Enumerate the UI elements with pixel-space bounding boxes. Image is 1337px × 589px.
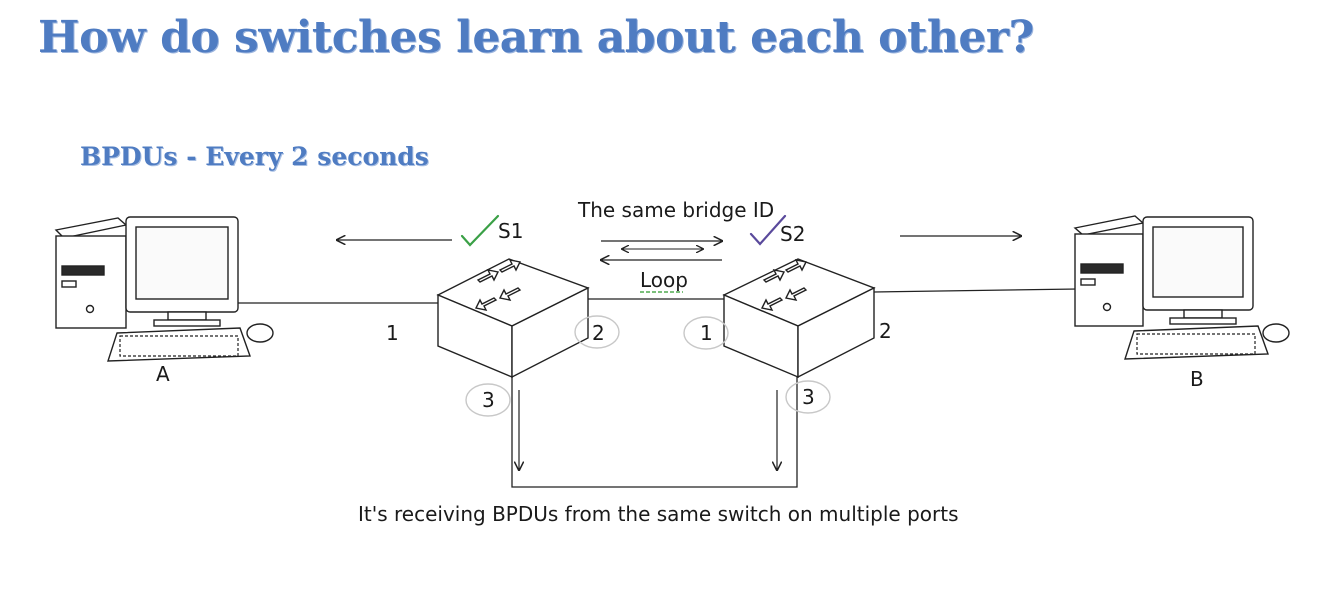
desktop-computer-icon	[54, 216, 274, 362]
link-s1-s2-port3	[511, 377, 798, 488]
host-b-label: B	[1190, 367, 1204, 391]
s2-port-3-circle	[785, 380, 831, 414]
switch-s1: S1 1 2 3	[386, 214, 620, 417]
loop-label: Loop	[640, 268, 688, 292]
network-switch-icon	[722, 258, 876, 379]
check-icon	[460, 214, 500, 247]
check-icon	[749, 214, 787, 246]
s2-port-1-circle	[683, 316, 729, 350]
switch-s1-label: S1	[498, 219, 523, 243]
page-subtitle: BPDUs - Every 2 seconds	[80, 142, 429, 171]
s1-port-2-circle	[574, 315, 620, 349]
page-title: How do switches learn about each other?	[38, 12, 1034, 63]
s2-port-1: 1	[700, 321, 713, 345]
s1-port-3: 3	[482, 388, 495, 412]
host-a-label: A	[156, 362, 170, 386]
link-s2-b	[873, 288, 1079, 293]
s1-port-2: 2	[592, 321, 605, 345]
switch-s2: S2 1 2 3	[683, 214, 892, 414]
host-b: B	[1073, 215, 1290, 391]
s1-port-1: 1	[386, 321, 399, 345]
s2-port-2: 2	[879, 319, 892, 343]
switch-s2-label: S2	[780, 222, 805, 246]
network-switch-icon	[436, 258, 590, 379]
s1-port-3-circle	[465, 383, 511, 417]
desktop-computer-icon	[1073, 215, 1290, 360]
s2-port-3: 3	[802, 385, 815, 409]
same-bridge-id-label: The same bridge ID	[577, 198, 774, 222]
bottom-explanation: It's receiving BPDUs from the same switc…	[358, 502, 959, 526]
host-a: A	[54, 216, 274, 386]
